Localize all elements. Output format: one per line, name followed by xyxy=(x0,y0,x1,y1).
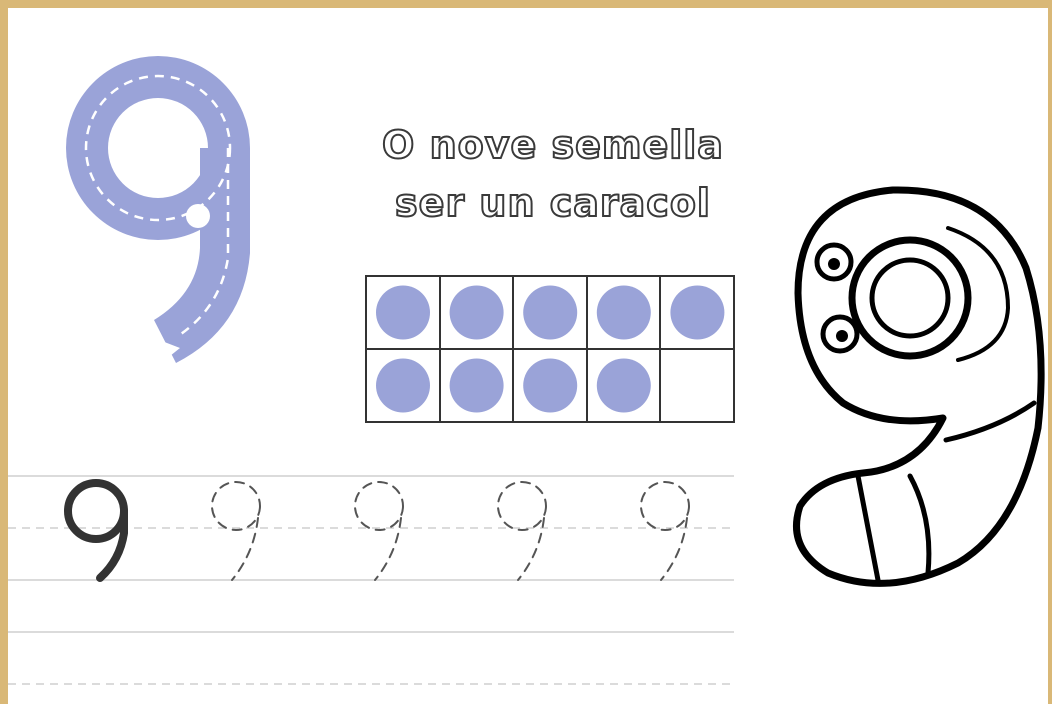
ten-frame-dot xyxy=(596,358,651,413)
model-nine xyxy=(64,479,128,582)
snail-eyes xyxy=(814,242,860,354)
snail-segment-line xyxy=(943,400,1037,443)
ten-frame-dot xyxy=(523,358,578,413)
trace-nine xyxy=(354,481,404,581)
big-tracing-nine xyxy=(8,56,1045,685)
snail-segment-line xyxy=(855,473,881,583)
ten-frame-dot xyxy=(376,285,430,340)
title-line-1: O nove semella xyxy=(381,122,724,168)
snail-shell-inner xyxy=(869,257,951,339)
big-nine-tail xyxy=(154,148,250,363)
trace-nine xyxy=(497,481,547,581)
big-nine-hole xyxy=(108,98,208,198)
trace-nine xyxy=(211,481,261,581)
pencil-tip-icon xyxy=(154,338,180,364)
trace-nine xyxy=(640,481,690,581)
ten-frame-dot xyxy=(449,358,504,413)
ten-frame-dot xyxy=(376,358,430,413)
handwriting-lines xyxy=(8,475,734,685)
ten-frame-dot xyxy=(596,285,651,340)
snail-body xyxy=(793,186,1045,587)
big-nine-dashed-tail xyxy=(177,148,230,338)
snail-nine-drawing xyxy=(793,186,1045,587)
worksheet-title: O nove semella ser un caracol xyxy=(308,116,798,232)
title-line-2: ser un caracol xyxy=(394,180,711,226)
start-dot-icon xyxy=(186,204,210,228)
snail-shell-swirl xyxy=(946,226,1010,362)
worksheet-page: O nove semella ser un caracol xyxy=(8,8,1048,704)
snail-shell-outer xyxy=(848,236,972,360)
ten-frame xyxy=(365,275,735,423)
big-nine-dashed-loop xyxy=(84,74,232,222)
snail-segment-line xyxy=(907,473,932,576)
ten-frame-dot xyxy=(670,285,725,340)
ten-frame-dot xyxy=(449,285,504,340)
ten-frame-dot xyxy=(523,285,578,340)
